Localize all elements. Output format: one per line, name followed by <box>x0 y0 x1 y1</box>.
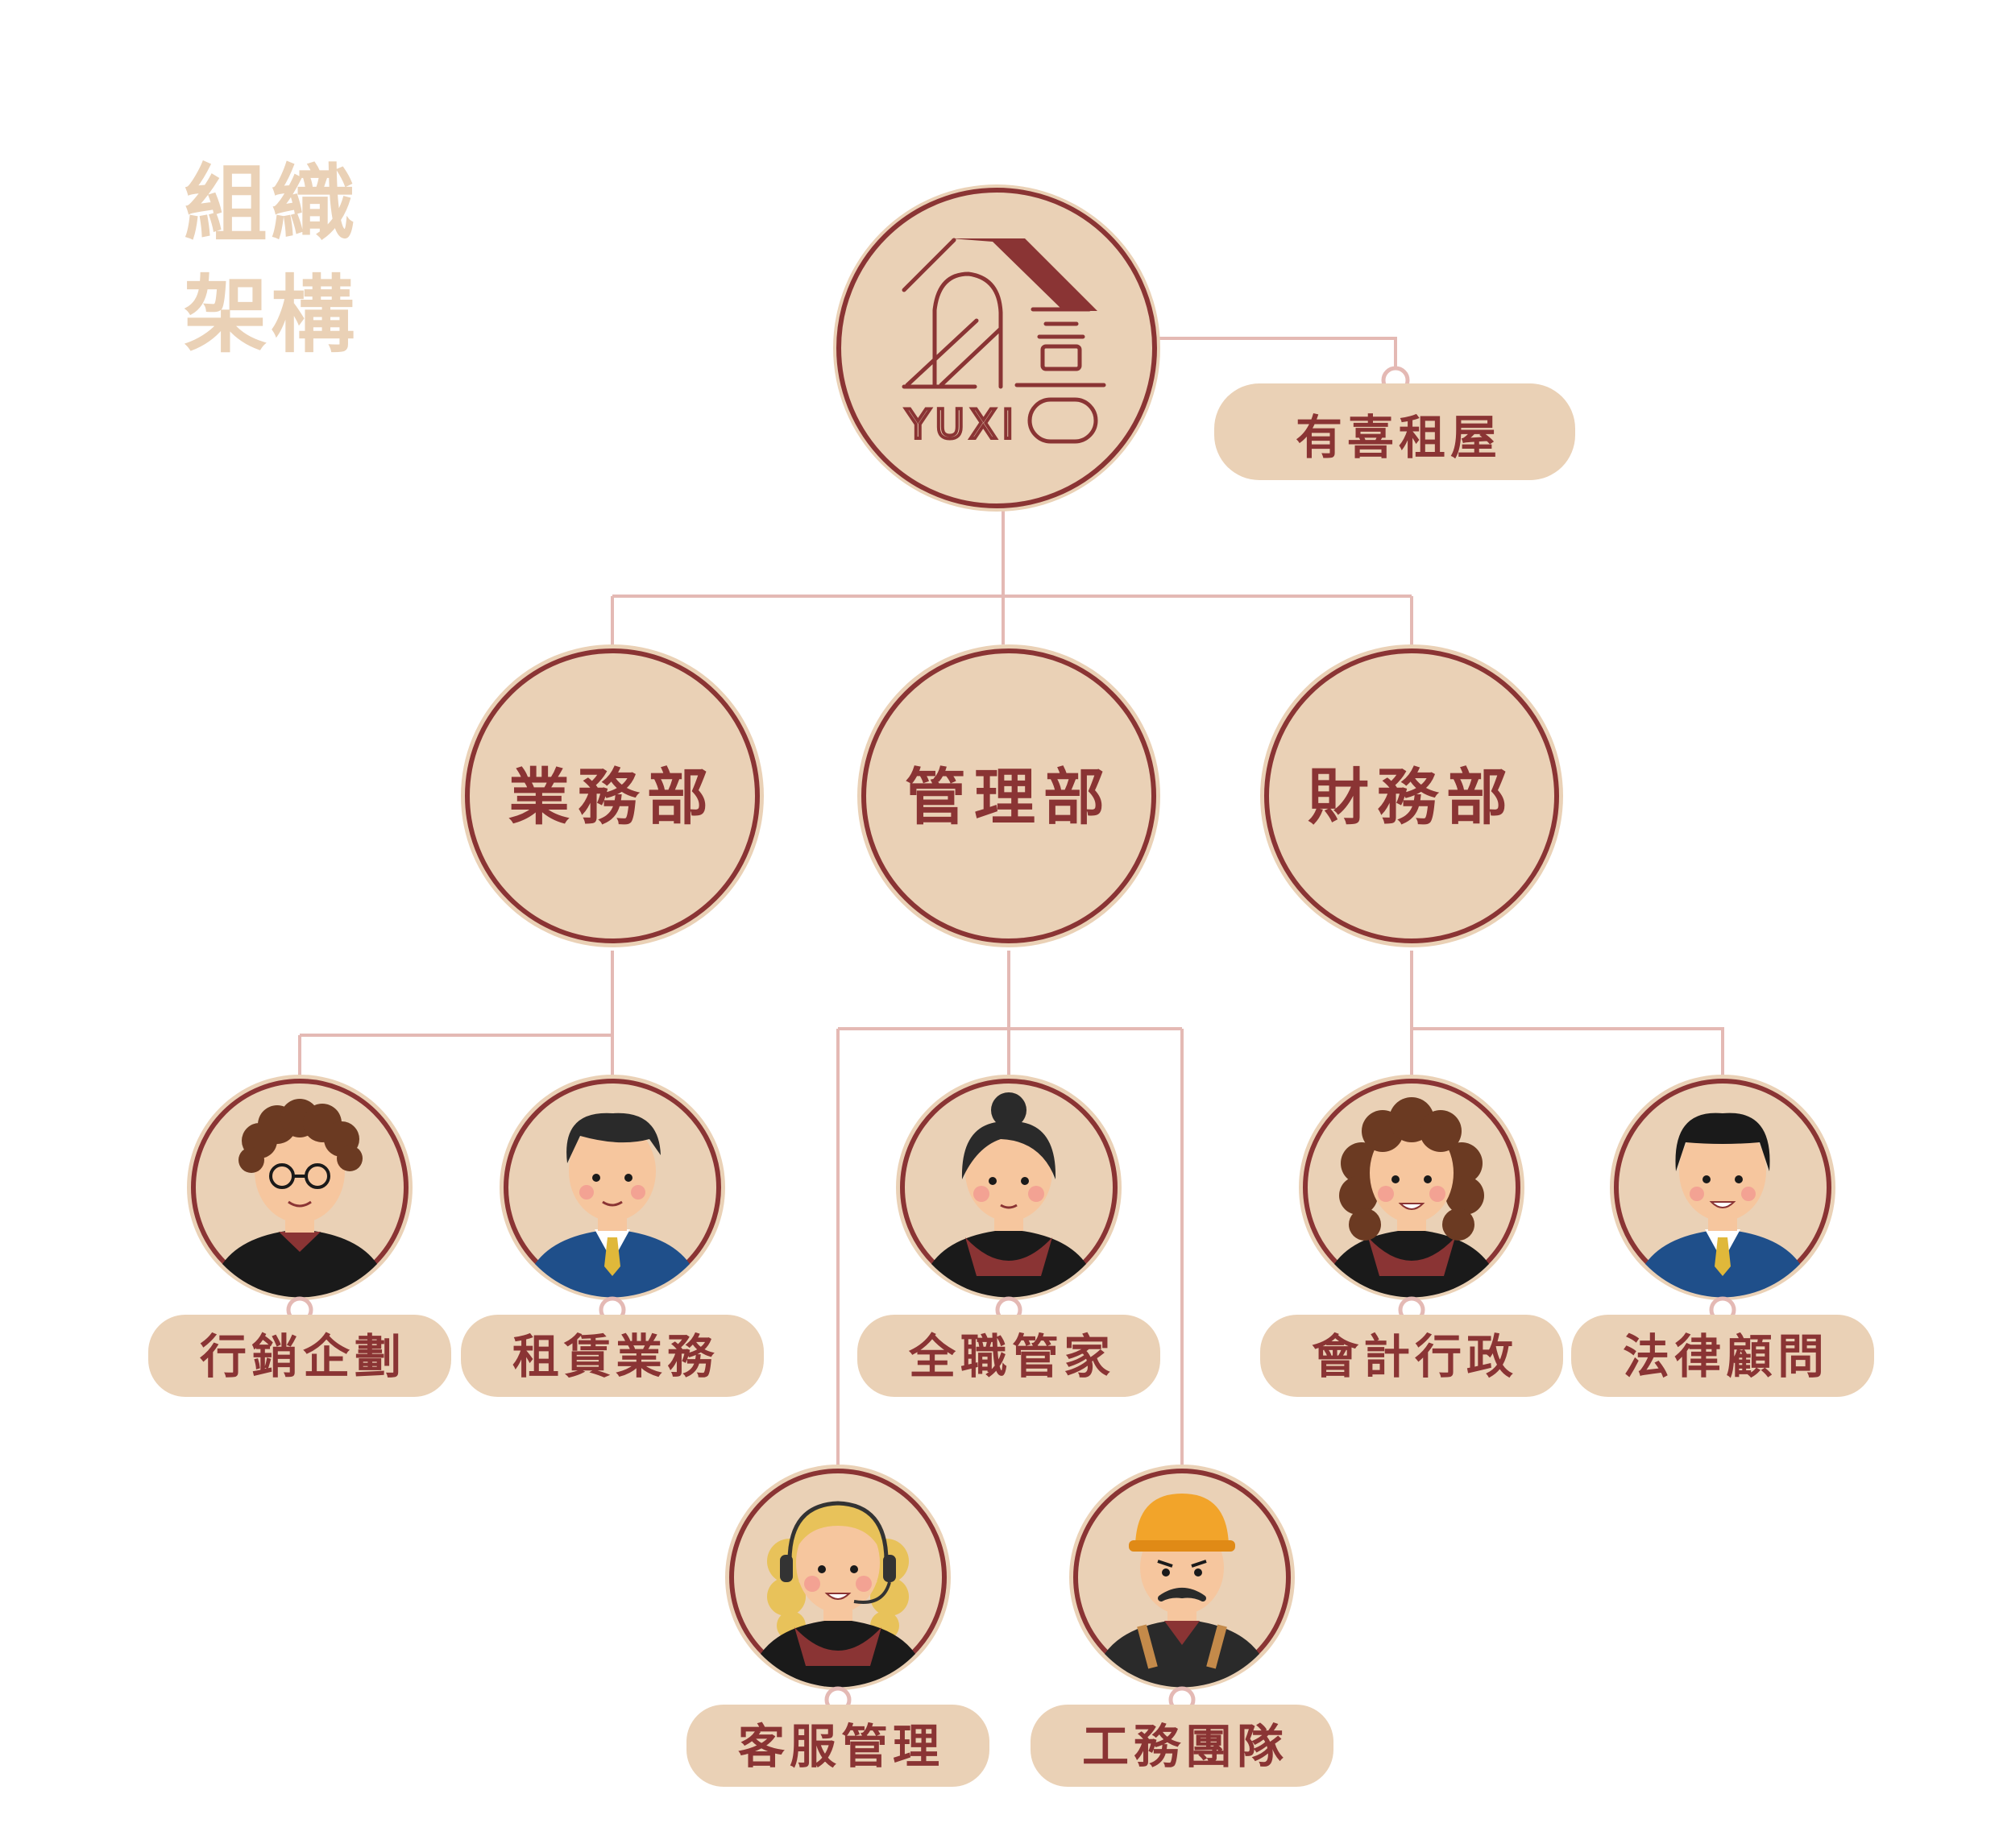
logo-xi-mouth-bottom <box>1027 397 1098 444</box>
role-leasing-sales-label: 租賃業務 <box>512 1329 719 1384</box>
role-housekeeper: 全職管家 <box>857 1075 1160 1397</box>
headset-operator-icon <box>729 1469 947 1688</box>
page-title-line-1: 組織 <box>184 154 359 253</box>
brand-label: 有喜租屋 <box>1296 410 1502 465</box>
page-title: 組織 架構 <box>184 148 358 371</box>
role-legal: 法律顧問 <box>1571 1075 1874 1397</box>
role-legal-pill <box>1571 1315 1874 1397</box>
department-management-inner-ring <box>861 648 1156 943</box>
logo-xi-mouth-top <box>1040 344 1082 371</box>
connector-management-to-roles <box>836 951 1184 1466</box>
role-customer-service: 客服管理 <box>686 1465 989 1787</box>
curly-hair-woman-icon <box>1303 1079 1520 1298</box>
role-marketing: 行銷企劃 <box>148 1075 451 1397</box>
page-title-line-2: 架構 <box>184 265 359 364</box>
role-accounting: 會計行政 <box>1260 1075 1563 1397</box>
role-marketing-pill <box>148 1315 451 1397</box>
logo-house-door <box>932 271 1003 389</box>
root-node: YUXI <box>833 184 1160 512</box>
logo-xi-top <box>1031 307 1092 339</box>
logo-house-slash-2 <box>939 326 1003 387</box>
department-sales: 業務部 <box>461 644 764 947</box>
role-maintenance-team-pill <box>1031 1705 1333 1787</box>
role-accounting-pill <box>1260 1315 1563 1397</box>
brand-label-node: 有喜租屋 <box>1214 366 1575 480</box>
businessman-tie-icon <box>504 1079 721 1298</box>
role-accounting-label: 會計行政 <box>1312 1329 1518 1384</box>
department-finance-inner-ring <box>1264 648 1559 943</box>
role-customer-service-label: 客服管理 <box>738 1719 944 1774</box>
logo-house-slash-1 <box>905 318 979 387</box>
role-leasing-sales: 租賃業務 <box>461 1075 764 1397</box>
role-maintenance-team: 工務團隊 <box>1031 1465 1333 1787</box>
woman-bun-hair-icon <box>900 1079 1118 1298</box>
connector-root-to-departments <box>611 509 1413 644</box>
role-housekeeper-label: 全職管家 <box>908 1329 1115 1384</box>
yuxi-logo-icon <box>902 238 1106 444</box>
hardhat-worker-icon <box>1073 1469 1291 1688</box>
department-management: 管理部 <box>857 644 1160 947</box>
department-sales-inner-ring <box>465 648 760 943</box>
role-legal-label: 法律顧問 <box>1623 1329 1829 1384</box>
role-marketing-label: 行銷企劃 <box>200 1329 406 1384</box>
connector-lines <box>298 337 1724 1466</box>
logo-wordmark: YUXI <box>905 401 1018 448</box>
role-customer-service-pill <box>686 1705 989 1787</box>
curly-hair-glasses-person-icon <box>191 1079 409 1298</box>
department-management-name: 管理部 <box>905 761 1113 833</box>
connector-sales-to-roles <box>298 951 614 1075</box>
connector-root-to-brand <box>1159 337 1397 369</box>
logo-house-left <box>902 238 956 292</box>
role-leasing-sales-pill <box>461 1315 764 1397</box>
connector-finance-to-roles <box>1410 951 1724 1075</box>
department-sales-name: 業務部 <box>508 761 716 833</box>
root-node-inner-ring <box>836 188 1157 508</box>
brand-label-pill <box>1214 383 1575 480</box>
lawyer-suit-icon <box>1614 1079 1831 1298</box>
role-maintenance-team-label: 工務團隊 <box>1082 1719 1288 1774</box>
department-finance-name: 財務部 <box>1308 761 1516 833</box>
role-housekeeper-pill <box>857 1315 1160 1397</box>
logo-roof <box>951 238 1097 311</box>
department-finance: 財務部 <box>1260 644 1563 947</box>
